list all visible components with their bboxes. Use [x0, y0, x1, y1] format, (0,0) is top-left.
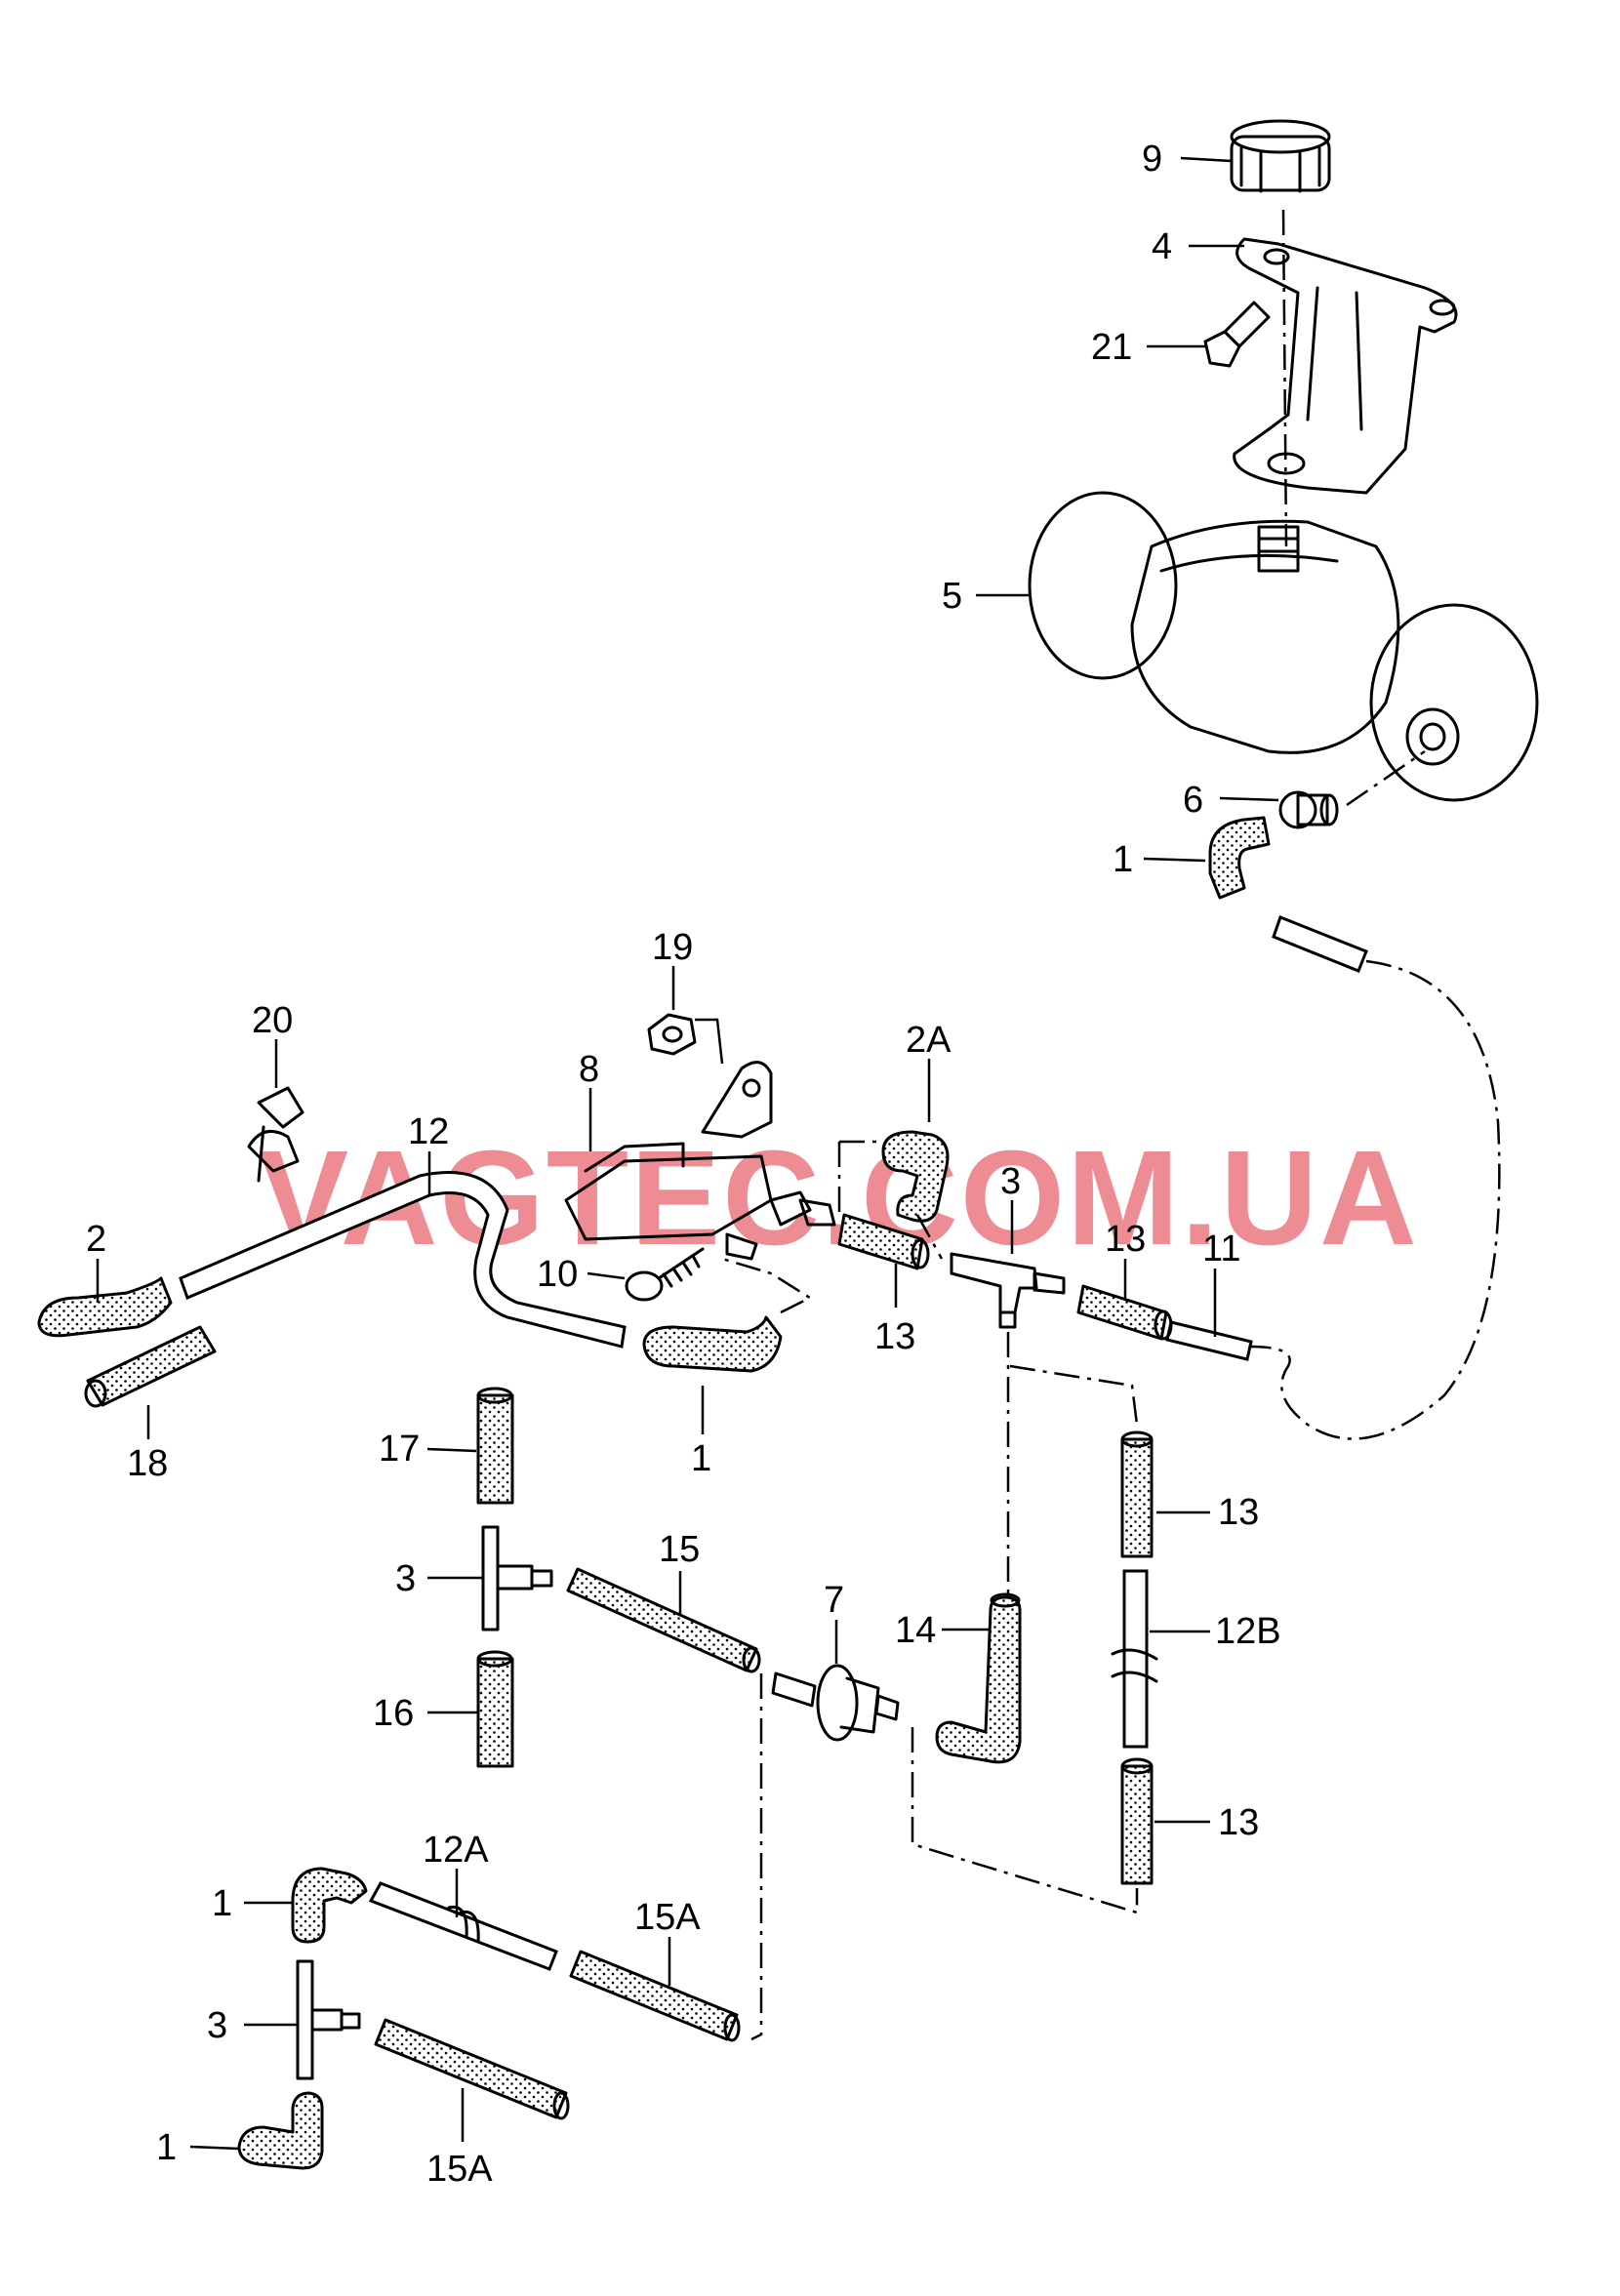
pipe-12A [368, 1881, 558, 1971]
pipe-route-11 [1248, 959, 1501, 1440]
callout-6: 6 [1183, 780, 1203, 821]
leader-2A-tee [837, 1140, 944, 1260]
bolt [1203, 301, 1271, 368]
callout-15A-b: 15A [426, 2149, 493, 2190]
check-valve [771, 1664, 900, 1742]
short-pipe-11 [1165, 1320, 1253, 1361]
watermark-text: VAGTEC.COM.UA [259, 1123, 1419, 1273]
leader-tee-right [1009, 1364, 1139, 1426]
hose-clip [247, 1086, 304, 1183]
leader-cap-bracket [1281, 209, 1288, 547]
elbow-hose-2A [881, 1130, 950, 1223]
callout-16: 16 [373, 1693, 414, 1734]
callout-7: 7 [824, 1580, 844, 1621]
callout-17: 17 [379, 1429, 420, 1470]
callout-9: 9 [1142, 139, 1162, 180]
callout-18: 18 [127, 1443, 168, 1484]
hose-15A-lower [374, 2018, 568, 2119]
callout-19: 19 [652, 927, 693, 968]
hose-15 [566, 1567, 758, 1672]
self-tapping-screw [625, 1247, 705, 1302]
callout-13-d: 13 [1218, 1802, 1259, 1843]
callout-11: 11 [1202, 1229, 1240, 1269]
callout-labels: 9 4 21 5 6 1 19 20 12 8 2A 3 2 10 13 13 … [86, 139, 1281, 2190]
hose-13-column-top [1120, 1437, 1154, 1558]
callout-20: 20 [252, 1000, 293, 1041]
elbow-hose-mid [642, 1315, 783, 1373]
leader-valve-hose [721, 1257, 813, 1314]
pipe-12B [1122, 1569, 1149, 1749]
callout-3-mid: 3 [395, 1558, 416, 1599]
hose-16 [476, 1657, 514, 1768]
callout-1-low: 1 [212, 1883, 232, 1924]
hose-15A-upper [569, 1950, 739, 2041]
solenoid-valve [564, 1061, 836, 1261]
callout-12A: 12A [423, 1830, 489, 1871]
elbow-hose-14 [935, 1595, 1022, 1764]
callout-3-low: 3 [207, 2005, 227, 2046]
callout-13-c: 13 [1218, 1492, 1259, 1533]
callout-8: 8 [579, 1049, 599, 1090]
reservoir-bracket [1233, 237, 1458, 495]
leader-lines [96, 156, 1279, 2151]
callout-1-mid: 1 [691, 1438, 711, 1479]
leader-15-down [750, 1673, 763, 2041]
long-pipe-11 [1272, 915, 1368, 973]
callout-14: 14 [895, 1610, 936, 1651]
elbow-hose-top [1208, 816, 1271, 900]
callout-15A-a: 15A [634, 1897, 701, 1938]
callout-12: 12 [408, 1111, 449, 1152]
leader-14-route [911, 1727, 1139, 1914]
callout-3-top: 3 [1000, 1161, 1021, 1202]
elbow-hose-2 [37, 1276, 173, 1338]
callout-13-b: 13 [1105, 1219, 1146, 1260]
callout-5: 5 [942, 576, 962, 617]
callout-21: 21 [1091, 327, 1132, 368]
callout-15: 15 [659, 1529, 700, 1570]
elbow-hose-bottom [237, 2091, 324, 2170]
hose-13-near-valve [837, 1213, 924, 1270]
tee-connector-low [296, 1959, 361, 2080]
reservoir-cap [1230, 119, 1331, 193]
callout-10: 10 [537, 1254, 578, 1295]
callout-13-a: 13 [874, 1316, 915, 1357]
callout-2: 2 [86, 1219, 106, 1260]
callout-1-bottom: 1 [156, 2127, 177, 2168]
leader-reservoir-6 [1346, 749, 1426, 807]
reservoir-tank [1028, 491, 1539, 802]
tee-connector-mid [481, 1525, 553, 1631]
shaped-pipe-12 [179, 1171, 627, 1349]
tee-connector-top [950, 1252, 1066, 1329]
grommet [1278, 790, 1339, 829]
hose-13-column-bottom [1120, 1764, 1154, 1885]
hex-nut [647, 1013, 724, 1065]
hose-13-right [1076, 1284, 1168, 1341]
elbow-hose-low [291, 1867, 368, 1944]
callout-4: 4 [1152, 226, 1172, 267]
straight-hose-18 [86, 1325, 217, 1407]
callout-12B: 12B [1215, 1611, 1281, 1652]
hose-17 [476, 1393, 514, 1505]
callout-2A: 2A [906, 1020, 952, 1061]
callout-1-top: 1 [1113, 839, 1133, 880]
